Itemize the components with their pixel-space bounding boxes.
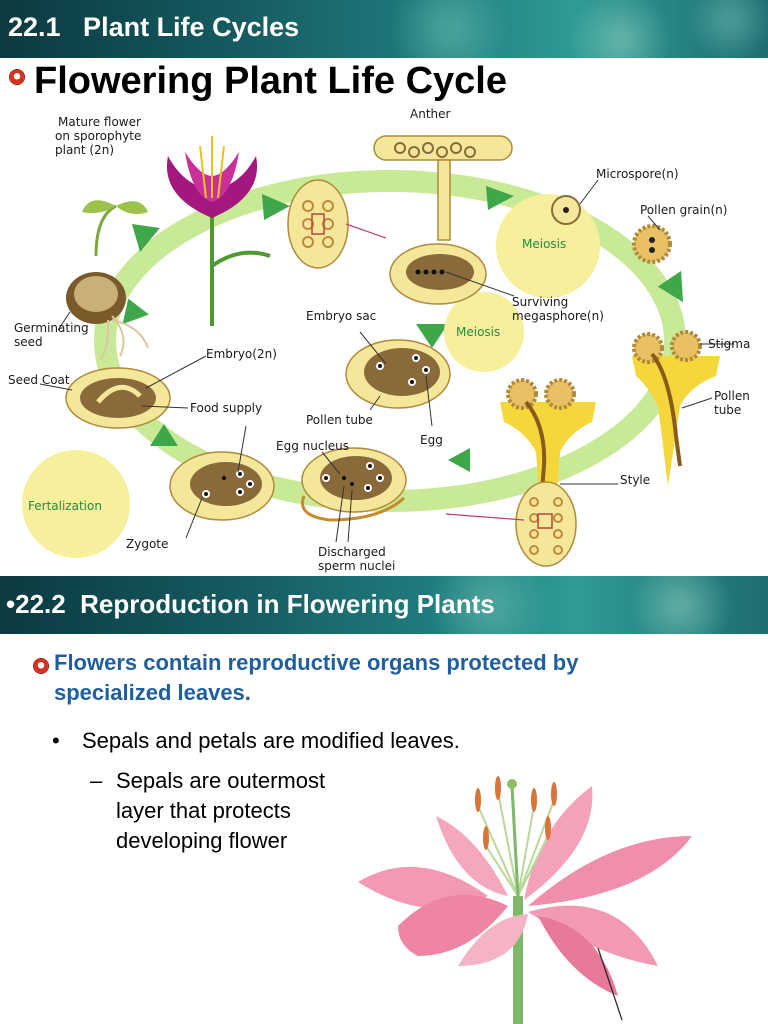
dash-marker: – (90, 768, 103, 793)
arrowhead-icon (657, 270, 683, 303)
banner-decoration (620, 576, 740, 634)
label-zygote: Zygote (126, 537, 168, 551)
mature-flower-illustration (166, 136, 271, 326)
pollen-grain-illustration (632, 224, 672, 264)
arrowhead-icon (150, 424, 178, 446)
arrowhead-icon (416, 324, 448, 348)
banner-decoration (420, 576, 560, 634)
slide-reproduction: •22.2 Reproduction in Flowering Plants F… (0, 576, 768, 1024)
label-surviving: Surviving (512, 295, 568, 309)
label-plant-2n: plant (2n) (55, 143, 114, 157)
section-banner: 22.1 Plant Life Cycles (0, 0, 768, 58)
egg-nucleus-ovule-illustration (301, 447, 407, 543)
label-meiosis-mid: Meiosis (456, 325, 500, 339)
label-egg-nucleus: Egg nucleus (276, 439, 349, 453)
seed-with-embryo-illustration (39, 355, 207, 429)
slide-plant-life-cycle: 22.1 Plant Life Cycles Flowering Plant L… (0, 0, 768, 573)
banner-decoration (560, 0, 680, 58)
label-on-sporophyte: on sporophyte (55, 129, 141, 143)
sub-sub-bullet-text: Sepals are outermost layer that protects… (116, 768, 326, 853)
label-discharged: Discharged (318, 545, 386, 559)
banner-decoration (380, 0, 520, 58)
page-title: Flowering Plant Life Cycle (34, 60, 507, 102)
section-title: •22.2 Reproduction in Flowering Plants (6, 589, 495, 619)
pistil-illustration-right (632, 330, 734, 486)
petal (458, 914, 528, 966)
label-embryo-sac: Embryo sac (306, 309, 376, 323)
petal (398, 894, 508, 956)
label-anther: Anther (410, 107, 451, 121)
main-point-text: Flowers contain reproductive organs prot… (54, 650, 579, 705)
arrowhead-icon (122, 298, 149, 325)
label-seed-coat: Seed Coat (8, 373, 70, 387)
label-embryo-2n: Embryo(2n) (206, 347, 277, 361)
arrowhead-icon (262, 194, 290, 220)
sub-bullet-text: Sepals and petals are modified leaves. (82, 728, 460, 753)
pistil-illustration-bottom (445, 378, 618, 567)
zygote-ovule-illustration (169, 425, 275, 539)
bullet-icon (34, 659, 48, 673)
germinating-seed-illustration (57, 200, 149, 361)
megaspore-ovule-illustration (389, 243, 515, 305)
label-sperm-nuclei: sperm nuclei (318, 559, 395, 573)
lily-flower-illustration (358, 776, 692, 1024)
label-stigma: Stigma (708, 337, 750, 351)
life-cycle-diagram: Mature flower on sporophyte plant (2n) A… (8, 107, 750, 573)
label-meiosis-top: Meiosis (522, 237, 566, 251)
label-pollen-tube-right-2: tube (714, 403, 741, 417)
label-pollen-tube-right-1: Pollen (714, 389, 750, 403)
bullet-dot: • (52, 728, 60, 753)
petal (528, 905, 658, 966)
petal (436, 816, 508, 896)
arrowhead-icon (132, 224, 160, 252)
fertilization-circle (22, 450, 130, 558)
section-banner: •22.2 Reproduction in Flowering Plants (0, 576, 768, 634)
banner-decoration (680, 0, 768, 58)
bullet-icon (10, 70, 24, 84)
label-microspore: Microspore(n) (596, 167, 679, 181)
label-megasphore: megasphore(n) (512, 309, 604, 323)
anther-illustration (373, 135, 513, 241)
arrowhead-icon (448, 448, 470, 472)
label-mature-flower: Mature flower (58, 115, 141, 129)
sepal (538, 916, 618, 996)
label-style: Style (620, 473, 650, 487)
embryo-sac-illustration (345, 331, 451, 427)
sepal-pointer-line (597, 947, 623, 1021)
arrowhead-icon (486, 186, 514, 210)
label-germinating: Germinating (14, 321, 89, 335)
meiosis-circle (444, 292, 524, 372)
petal (528, 836, 692, 906)
label-egg: Egg (420, 433, 443, 447)
label-seed: seed (14, 335, 43, 349)
label-fertilization: Fertalization (28, 499, 102, 513)
label-pollen-grain: Pollen grain(n) (640, 203, 727, 217)
label-pollen-tube: Pollen tube (306, 413, 373, 427)
ovary-illustration (287, 179, 387, 269)
label-food-supply: Food supply (190, 401, 262, 415)
section-title: 22.1 Plant Life Cycles (8, 12, 300, 42)
petal (524, 786, 593, 900)
